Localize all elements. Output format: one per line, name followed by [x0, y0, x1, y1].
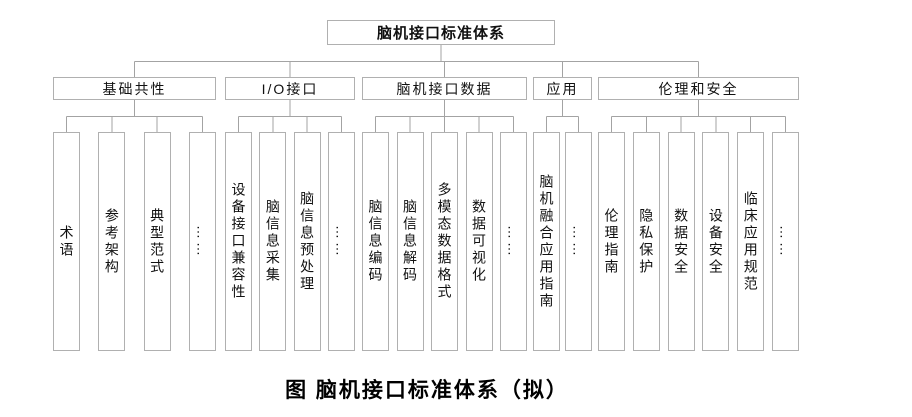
- root-label: 脑机接口标准体系: [376, 25, 505, 42]
- branch-node: I/O接口: [225, 77, 355, 100]
- leaf-node: 数据安全: [667, 132, 695, 351]
- leaf-label: ……: [505, 224, 522, 259]
- leaf-label: 参考架构: [103, 207, 120, 276]
- leaf-label: 脑机融合应用指南: [538, 173, 555, 310]
- leaf-label: ……: [333, 224, 350, 259]
- leaf-label: 脑信息预处理: [299, 190, 316, 293]
- leaf-node: 隐私保护: [632, 132, 660, 351]
- leaf-label: 脑信息解码: [402, 199, 418, 284]
- branch-node: 应用: [533, 77, 592, 100]
- leaf-label: 术语: [58, 224, 75, 259]
- branch-label: 伦理和安全: [658, 80, 739, 97]
- leaf-node: 参考架构: [98, 132, 126, 351]
- branch-node: 脑机接口数据: [362, 77, 527, 100]
- leaf-node: 设备安全: [702, 132, 730, 351]
- leaf-label: ……: [570, 224, 587, 259]
- leaf-label: 脑信息编码: [367, 199, 384, 284]
- leaf-node: 临床应用规范: [737, 132, 765, 351]
- leaf-label: 脑信息采集: [264, 199, 281, 284]
- leaf-node: ……: [500, 132, 527, 351]
- leaf-row: 设备接口兼容性 脑信息采集 脑信息预处理 ……: [225, 132, 355, 351]
- leaf-label: 典型范式: [149, 207, 166, 276]
- group: 脑机接口数据 脑信息编码 脑信息解码 多模态数据格式 数据可视化 ……: [362, 77, 527, 351]
- leaf-label: 设备安全: [707, 207, 724, 276]
- leaf-node: 多模态数据格式: [431, 132, 458, 351]
- figure-caption: 图 脑机接口标准体系（拟）: [285, 379, 569, 402]
- root-node: 脑机接口标准体系: [327, 20, 555, 45]
- leaf-node: 脑信息采集: [259, 132, 287, 351]
- leaf-node: 数据可视化: [465, 132, 493, 351]
- leaf-node: 设备接口兼容性: [225, 132, 252, 351]
- branch-label: 基础共性: [102, 80, 167, 97]
- leaf-node: 术语: [53, 132, 80, 351]
- leaf-node: 脑信息编码: [362, 132, 389, 351]
- leaf-label: 数据可视化: [471, 199, 487, 284]
- leaf-row: 脑信息编码 脑信息解码 多模态数据格式 数据可视化 ……: [362, 132, 527, 351]
- group: 应用 脑机融合应用指南 ……: [533, 77, 592, 351]
- leaf-node: 脑信息预处理: [293, 132, 321, 351]
- leaf-row: 伦理指南 隐私保护 数据安全 设备安全 临床应用规范 ……: [598, 132, 799, 351]
- group: I/O接口 设备接口兼容性 脑信息采集 脑信息预处理 ……: [225, 77, 355, 351]
- leaf-label: 多模态数据格式: [436, 182, 453, 301]
- group: 基础共性 术语 参考架构 典型范式 ……: [53, 77, 216, 351]
- branch-label: 应用: [546, 80, 579, 97]
- leaf-label: ……: [777, 224, 794, 259]
- branch-node: 基础共性: [53, 77, 216, 100]
- leaf-node: 伦理指南: [598, 132, 625, 351]
- branch-node: 伦理和安全: [598, 77, 799, 100]
- leaf-node: ……: [188, 132, 216, 351]
- leaf-node: 典型范式: [143, 132, 171, 351]
- leaf-label: 设备接口兼容性: [230, 182, 247, 301]
- leaf-label: ……: [194, 224, 211, 259]
- leaf-label: 隐私保护: [638, 207, 655, 276]
- leaf-node: 脑机融合应用指南: [533, 132, 560, 351]
- leaf-label: 临床应用规范: [742, 190, 759, 293]
- leaf-node: ……: [771, 132, 799, 351]
- leaf-node: ……: [327, 132, 355, 351]
- leaf-node: ……: [565, 132, 592, 351]
- leaf-row: 脑机融合应用指南 ……: [533, 132, 592, 351]
- leaf-label: 伦理指南: [603, 207, 620, 276]
- leaf-row: 术语 参考架构 典型范式 ……: [53, 132, 216, 351]
- branch-label: 脑机接口数据: [396, 80, 493, 97]
- leaf-label: 数据安全: [673, 207, 690, 276]
- branch-label: I/O接口: [261, 80, 319, 97]
- group: 伦理和安全 伦理指南 隐私保护 数据安全 设备安全 临床应用规范 ……: [598, 77, 799, 351]
- leaf-node: 脑信息解码: [396, 132, 424, 351]
